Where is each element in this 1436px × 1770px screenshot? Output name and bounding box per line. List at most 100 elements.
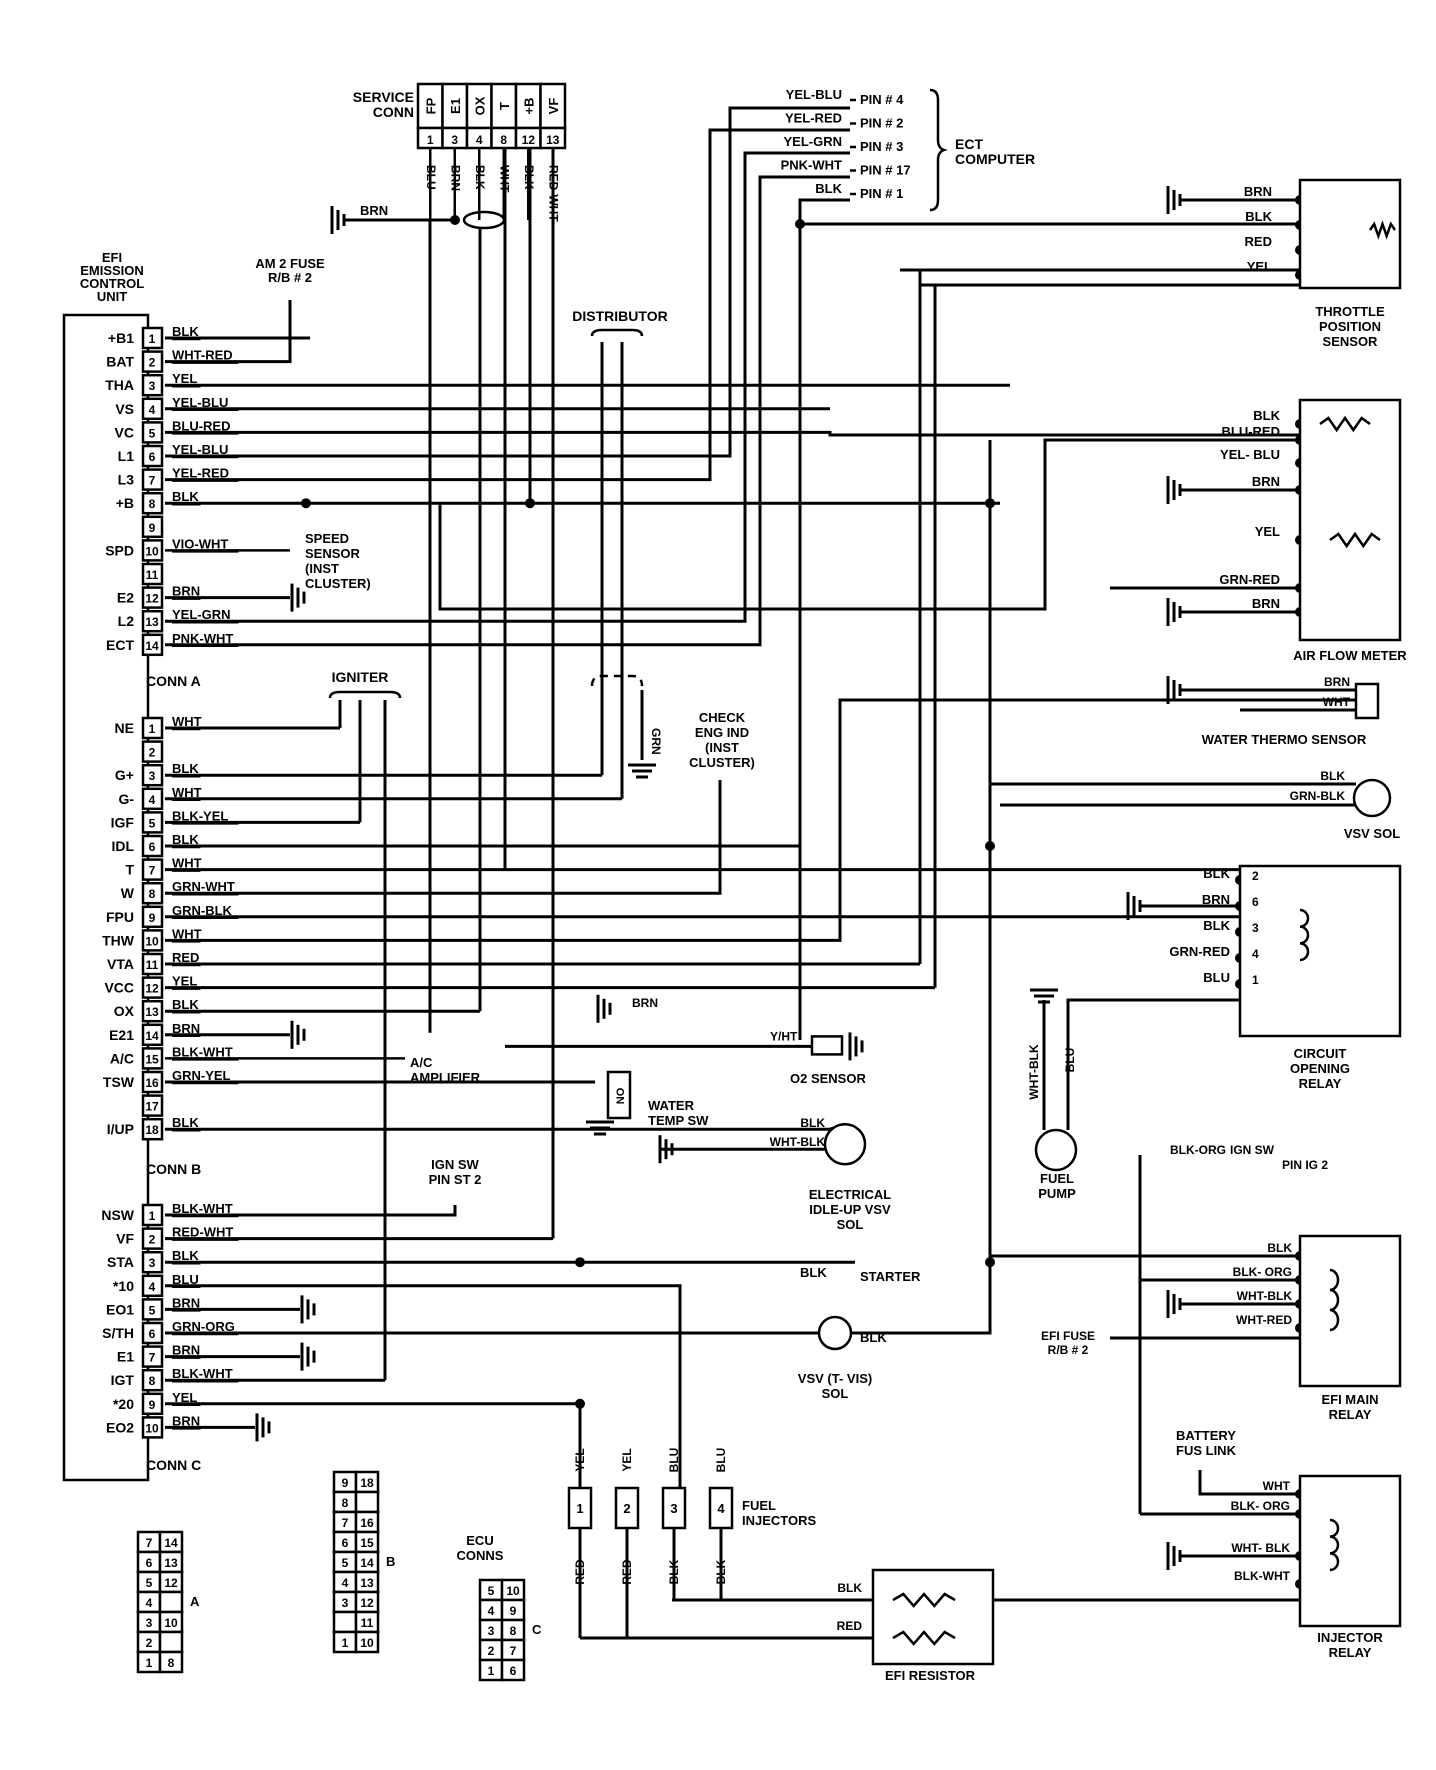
ecu-pin-number: 7 bbox=[149, 1351, 156, 1365]
wire-color-label: BLK-WHT bbox=[1234, 1569, 1291, 1583]
pinout-pin-number: 10 bbox=[360, 1636, 374, 1650]
ecu-pin-box bbox=[141, 1368, 164, 1392]
wire-color-label: BLU bbox=[172, 1272, 199, 1287]
wire bbox=[165, 430, 1300, 437]
ecu-pin-box bbox=[141, 350, 164, 373]
speed-sensor-label: SPEED bbox=[305, 531, 349, 546]
ecu-pin-box bbox=[141, 834, 164, 858]
pinout-pin-number: 9 bbox=[342, 1476, 349, 1490]
service-conn-wire: WHT bbox=[498, 165, 512, 193]
ecu-pin-number: 8 bbox=[149, 1374, 156, 1388]
ecu-pin-number: 6 bbox=[149, 450, 156, 464]
throttle-sensor-label: THROTTLE bbox=[1315, 304, 1385, 319]
water-thermo-body bbox=[1354, 682, 1380, 720]
wire-color-label: WHT bbox=[172, 785, 202, 800]
ecu-pin-number: 14 bbox=[145, 639, 159, 653]
ecu-pin-number: 1 bbox=[149, 1209, 156, 1223]
wire-color-label: BLK bbox=[1267, 1241, 1292, 1255]
ecu-pin-number: 5 bbox=[149, 426, 156, 440]
wire-color-label: BLU bbox=[667, 1448, 681, 1473]
pinout-pin-number: 12 bbox=[164, 1576, 178, 1590]
wire-color-label: YEL bbox=[573, 1448, 587, 1471]
circuit-opening-label: CIRCUIT bbox=[1294, 1046, 1347, 1061]
check-engine-label: CHECK bbox=[699, 710, 746, 725]
ecu-pin-number: 7 bbox=[149, 864, 156, 878]
am2-fuse-label: AM 2 FUSE bbox=[255, 256, 325, 271]
service-conn-wire: BLK bbox=[473, 165, 487, 190]
efi-resistor-label: EFI RESISTOR bbox=[885, 1668, 976, 1683]
pinout-pin-number: 11 bbox=[361, 1616, 374, 1630]
battery-fuse-label: BATTERY bbox=[1176, 1428, 1236, 1443]
coil-loop bbox=[1329, 1308, 1340, 1332]
ecu-pin-box bbox=[141, 881, 164, 905]
wire-color-label: WHT bbox=[1263, 1479, 1291, 1493]
speed-sensor-label: (INST bbox=[305, 561, 339, 576]
coil-loop bbox=[1329, 1552, 1340, 1572]
conn-a-label: CONN A bbox=[146, 673, 201, 689]
service-conn-pin: 13 bbox=[546, 133, 560, 147]
ign-sw-st2-label: IGN SW bbox=[431, 1157, 479, 1172]
ecu-pin-number: 5 bbox=[149, 1303, 156, 1317]
wire-color-label: BLK bbox=[172, 832, 199, 847]
pinout-pin-number: 14 bbox=[164, 1536, 178, 1550]
wire-color-label: RED bbox=[172, 950, 199, 965]
ecu-pin-number: 4 bbox=[149, 403, 156, 417]
service-conn-wire: BLU bbox=[424, 165, 438, 190]
injector-relay-label: INJECTOR bbox=[1317, 1630, 1383, 1645]
ecu-pin-box bbox=[141, 1250, 164, 1274]
wire-color-label: WHT- BLK bbox=[1231, 1541, 1290, 1555]
service-conn-terminal: FP bbox=[423, 97, 438, 114]
wire-color-label: GRN-ORG bbox=[172, 1319, 235, 1334]
ecu-terminal-name: *10 bbox=[113, 1278, 134, 1294]
pinout-cell bbox=[158, 1630, 184, 1654]
wire-color-label: YEL bbox=[172, 371, 197, 386]
vsv-tvis-body bbox=[817, 1315, 853, 1351]
wire-color-label: BRN bbox=[1324, 675, 1350, 689]
circuit-opening-label: RELAY bbox=[1299, 1076, 1342, 1091]
distributor-brace bbox=[590, 328, 644, 337]
ecu-terminal-name: T bbox=[125, 862, 134, 878]
ground-e21 bbox=[290, 1020, 306, 1049]
pinout-pin-number: 13 bbox=[360, 1576, 374, 1590]
ect-computer-label: COMPUTER bbox=[955, 151, 1035, 167]
pinout-pin-number: 2 bbox=[488, 1644, 495, 1658]
pinout-pin-number: 5 bbox=[342, 1556, 349, 1570]
relay-pin-number: 3 bbox=[1252, 921, 1259, 935]
wire-color-label: GRN-WHT bbox=[172, 879, 235, 894]
wire-color-label: WHT bbox=[1323, 695, 1351, 709]
ecu-body bbox=[62, 313, 150, 1482]
wire-color-label: RED-WHT bbox=[172, 1225, 233, 1240]
ecu-terminal-name: VF bbox=[116, 1231, 134, 1247]
wire-color-label: BLK bbox=[172, 761, 199, 776]
pinout-pin-number: 9 bbox=[510, 1604, 517, 1618]
am2-fuse-label: R/B # 2 bbox=[268, 270, 312, 285]
wire-color-label: YEL-BLU bbox=[172, 395, 228, 410]
wire-color-label: BLK bbox=[860, 1330, 887, 1345]
ecu-pin-box bbox=[141, 515, 164, 539]
ecu-pin-box bbox=[141, 1298, 164, 1321]
wire-color-label: RED bbox=[1245, 234, 1272, 249]
wire-color-label: BLK bbox=[800, 1116, 825, 1130]
igniter-brace bbox=[328, 690, 402, 699]
ecu-pin-number: 12 bbox=[145, 982, 159, 996]
ac-amplifier-label: A/C bbox=[410, 1055, 433, 1070]
check-engine-label: (INST bbox=[705, 740, 739, 755]
ecu-pin-number: 17 bbox=[145, 1100, 159, 1114]
ecu-pin-box bbox=[141, 539, 164, 562]
ecu-pin-number: 18 bbox=[145, 1123, 159, 1137]
ground-eo2 bbox=[255, 1413, 271, 1442]
ect-computer-label: ECT bbox=[955, 136, 983, 152]
ecu-pin-box bbox=[141, 562, 164, 586]
ecu-terminal-name: TSW bbox=[103, 1074, 135, 1090]
injector-relay-coil bbox=[1329, 1518, 1340, 1572]
throttle-sensor-label: POSITION bbox=[1319, 319, 1381, 334]
efi-main-relay-label: EFI MAIN bbox=[1321, 1392, 1378, 1407]
wire-color-label: YEL- BLU bbox=[1220, 447, 1280, 462]
ign-sw-st2-label: PIN ST 2 bbox=[429, 1172, 482, 1187]
wire bbox=[852, 440, 992, 1335]
ecu-pin-number: 3 bbox=[149, 379, 156, 393]
pinout-pin-number: 5 bbox=[146, 1576, 153, 1590]
service-conn-pin: 12 bbox=[522, 133, 536, 147]
ecu-pin-number: 10 bbox=[145, 544, 159, 558]
o2-sensor-label: O2 SENSOR bbox=[790, 1071, 866, 1086]
